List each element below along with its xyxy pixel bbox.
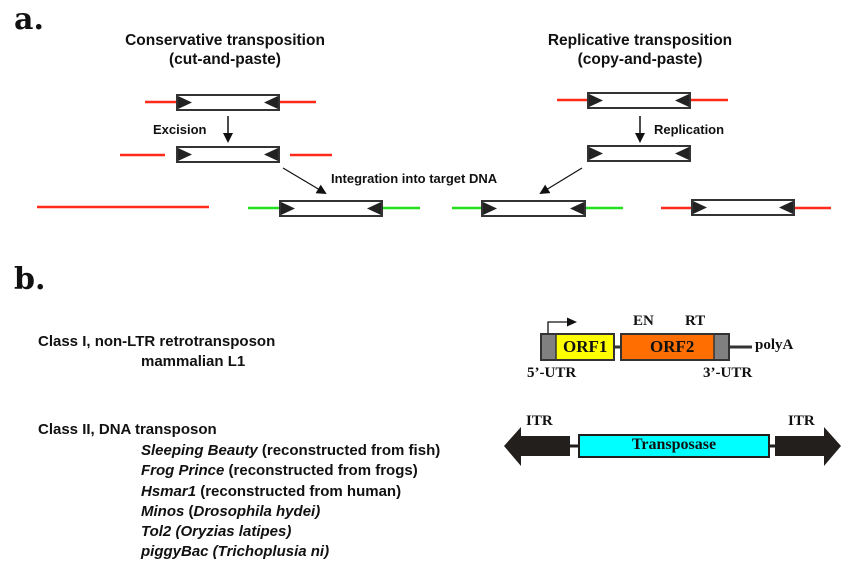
transposon-element	[176, 94, 280, 111]
example-species: Drosophila hydei)	[193, 502, 321, 520]
itr-right-label: ITR	[788, 413, 815, 429]
terminal-repeat-left-icon	[483, 202, 497, 215]
panel-a-label: a.	[14, 2, 44, 37]
terminal-repeat-left-icon	[693, 201, 707, 214]
example-minos: Minos (Drosophila hydei)	[141, 502, 440, 522]
l1-diagram	[540, 317, 752, 361]
terminal-repeat-right-icon	[570, 202, 584, 215]
replicative-title-line2: (copy-and-paste)	[577, 51, 703, 68]
conservative-integrated	[248, 200, 420, 217]
example-piggybac: piggyBac (Trichoplusia ni)	[141, 542, 440, 562]
replicative-copy	[587, 145, 691, 162]
itr-left-label: ITR	[526, 413, 553, 429]
example-note: (reconstructed from human)	[196, 482, 402, 500]
itr-right-arrow-icon	[775, 427, 841, 466]
class1-heading: Class I, non-LTR retrotransposon	[38, 333, 276, 350]
conservative-excised	[120, 146, 332, 163]
class2-examples-list: Sleeping Beauty (reconstructed from fish…	[141, 441, 440, 563]
utr3-box	[714, 335, 728, 359]
panel-b-label: b.	[14, 262, 46, 297]
orf1-label: ORF1	[563, 337, 608, 356]
class2-heading: Class II, DNA transposon	[38, 421, 217, 438]
example-name: piggyBac (Trichoplusia ni)	[141, 543, 330, 561]
transposon-element	[176, 146, 280, 163]
terminal-repeat-left-icon	[281, 202, 295, 215]
example-frog-prince: Frog Prince (reconstructed from frogs)	[141, 461, 440, 481]
orf2-label: ORF2	[650, 337, 695, 356]
conservative-title: Conservative transposition (cut-and-past…	[95, 31, 355, 69]
example-sleeping-beauty: Sleeping Beauty (reconstructed from fish…	[141, 441, 440, 461]
utr5-label: 5’-UTR	[527, 365, 577, 381]
orf2-box	[620, 333, 730, 361]
example-hsmar1: Hsmar1 (reconstructed from human)	[141, 482, 440, 502]
terminal-repeat-right-icon	[779, 201, 793, 214]
replicative-donor-retained	[661, 199, 831, 216]
dna-transposon-diagram	[504, 427, 841, 466]
itr-left-arrow-icon	[504, 427, 570, 466]
transposase-box	[578, 434, 770, 458]
replicative-donor-dna	[557, 92, 728, 109]
polya-label: polyA	[755, 337, 794, 353]
example-name: Tol2 (Oryzias latipes)	[141, 523, 292, 541]
replicative-integrated	[452, 200, 623, 217]
utr5-box	[542, 335, 556, 359]
utr3-label: 3’-UTR	[703, 365, 753, 381]
integration-label: Integration into target DNA	[331, 171, 498, 186]
terminal-repeat-right-icon	[264, 96, 278, 109]
example-name: Frog Prince	[141, 462, 225, 480]
terminal-repeat-left-icon	[589, 147, 603, 160]
excision-label: Excision	[153, 122, 207, 137]
transposon-element	[279, 200, 383, 217]
terminal-repeat-right-icon	[367, 202, 381, 215]
integration-arrow-right	[539, 167, 583, 195]
transposase-label: Transposase	[631, 436, 717, 453]
transposon-element	[587, 145, 691, 162]
transposon-element	[481, 200, 586, 217]
example-note: (	[184, 502, 194, 520]
example-name: Sleeping Beauty	[141, 442, 258, 459]
promoter-arrow	[547, 321, 568, 334]
terminal-repeat-right-icon	[675, 147, 689, 160]
rt-label: RT	[685, 313, 706, 329]
example-note: (reconstructed from fish)	[257, 442, 441, 459]
promoter-arrow-head-icon	[567, 317, 577, 327]
terminal-repeat-right-icon	[675, 94, 689, 107]
terminal-repeat-right-icon	[264, 148, 278, 161]
terminal-repeat-left-icon	[178, 96, 192, 109]
example-note: (reconstructed from frogs)	[224, 462, 418, 480]
example-name: Minos	[141, 502, 185, 520]
integration-arrow-left	[282, 167, 327, 195]
terminal-repeat-left-icon	[589, 94, 603, 107]
terminal-repeat-left-icon	[178, 148, 192, 161]
replicative-title-line1: Replicative transposition	[547, 32, 733, 49]
class1-example: mammalian L1	[141, 353, 246, 370]
conservative-title-line2: (cut-and-paste)	[169, 51, 281, 68]
example-tol2: Tol2 (Oryzias latipes)	[141, 522, 440, 542]
en-label: EN	[633, 313, 654, 329]
conservative-title-line1: Conservative transposition	[125, 32, 325, 49]
replicative-title: Replicative transposition (copy-and-past…	[510, 31, 770, 69]
transposon-element	[691, 199, 795, 216]
example-name: Hsmar1	[141, 482, 197, 500]
conservative-donor-dna	[145, 94, 316, 111]
replication-label: Replication	[654, 122, 725, 137]
transposon-element	[587, 92, 691, 109]
